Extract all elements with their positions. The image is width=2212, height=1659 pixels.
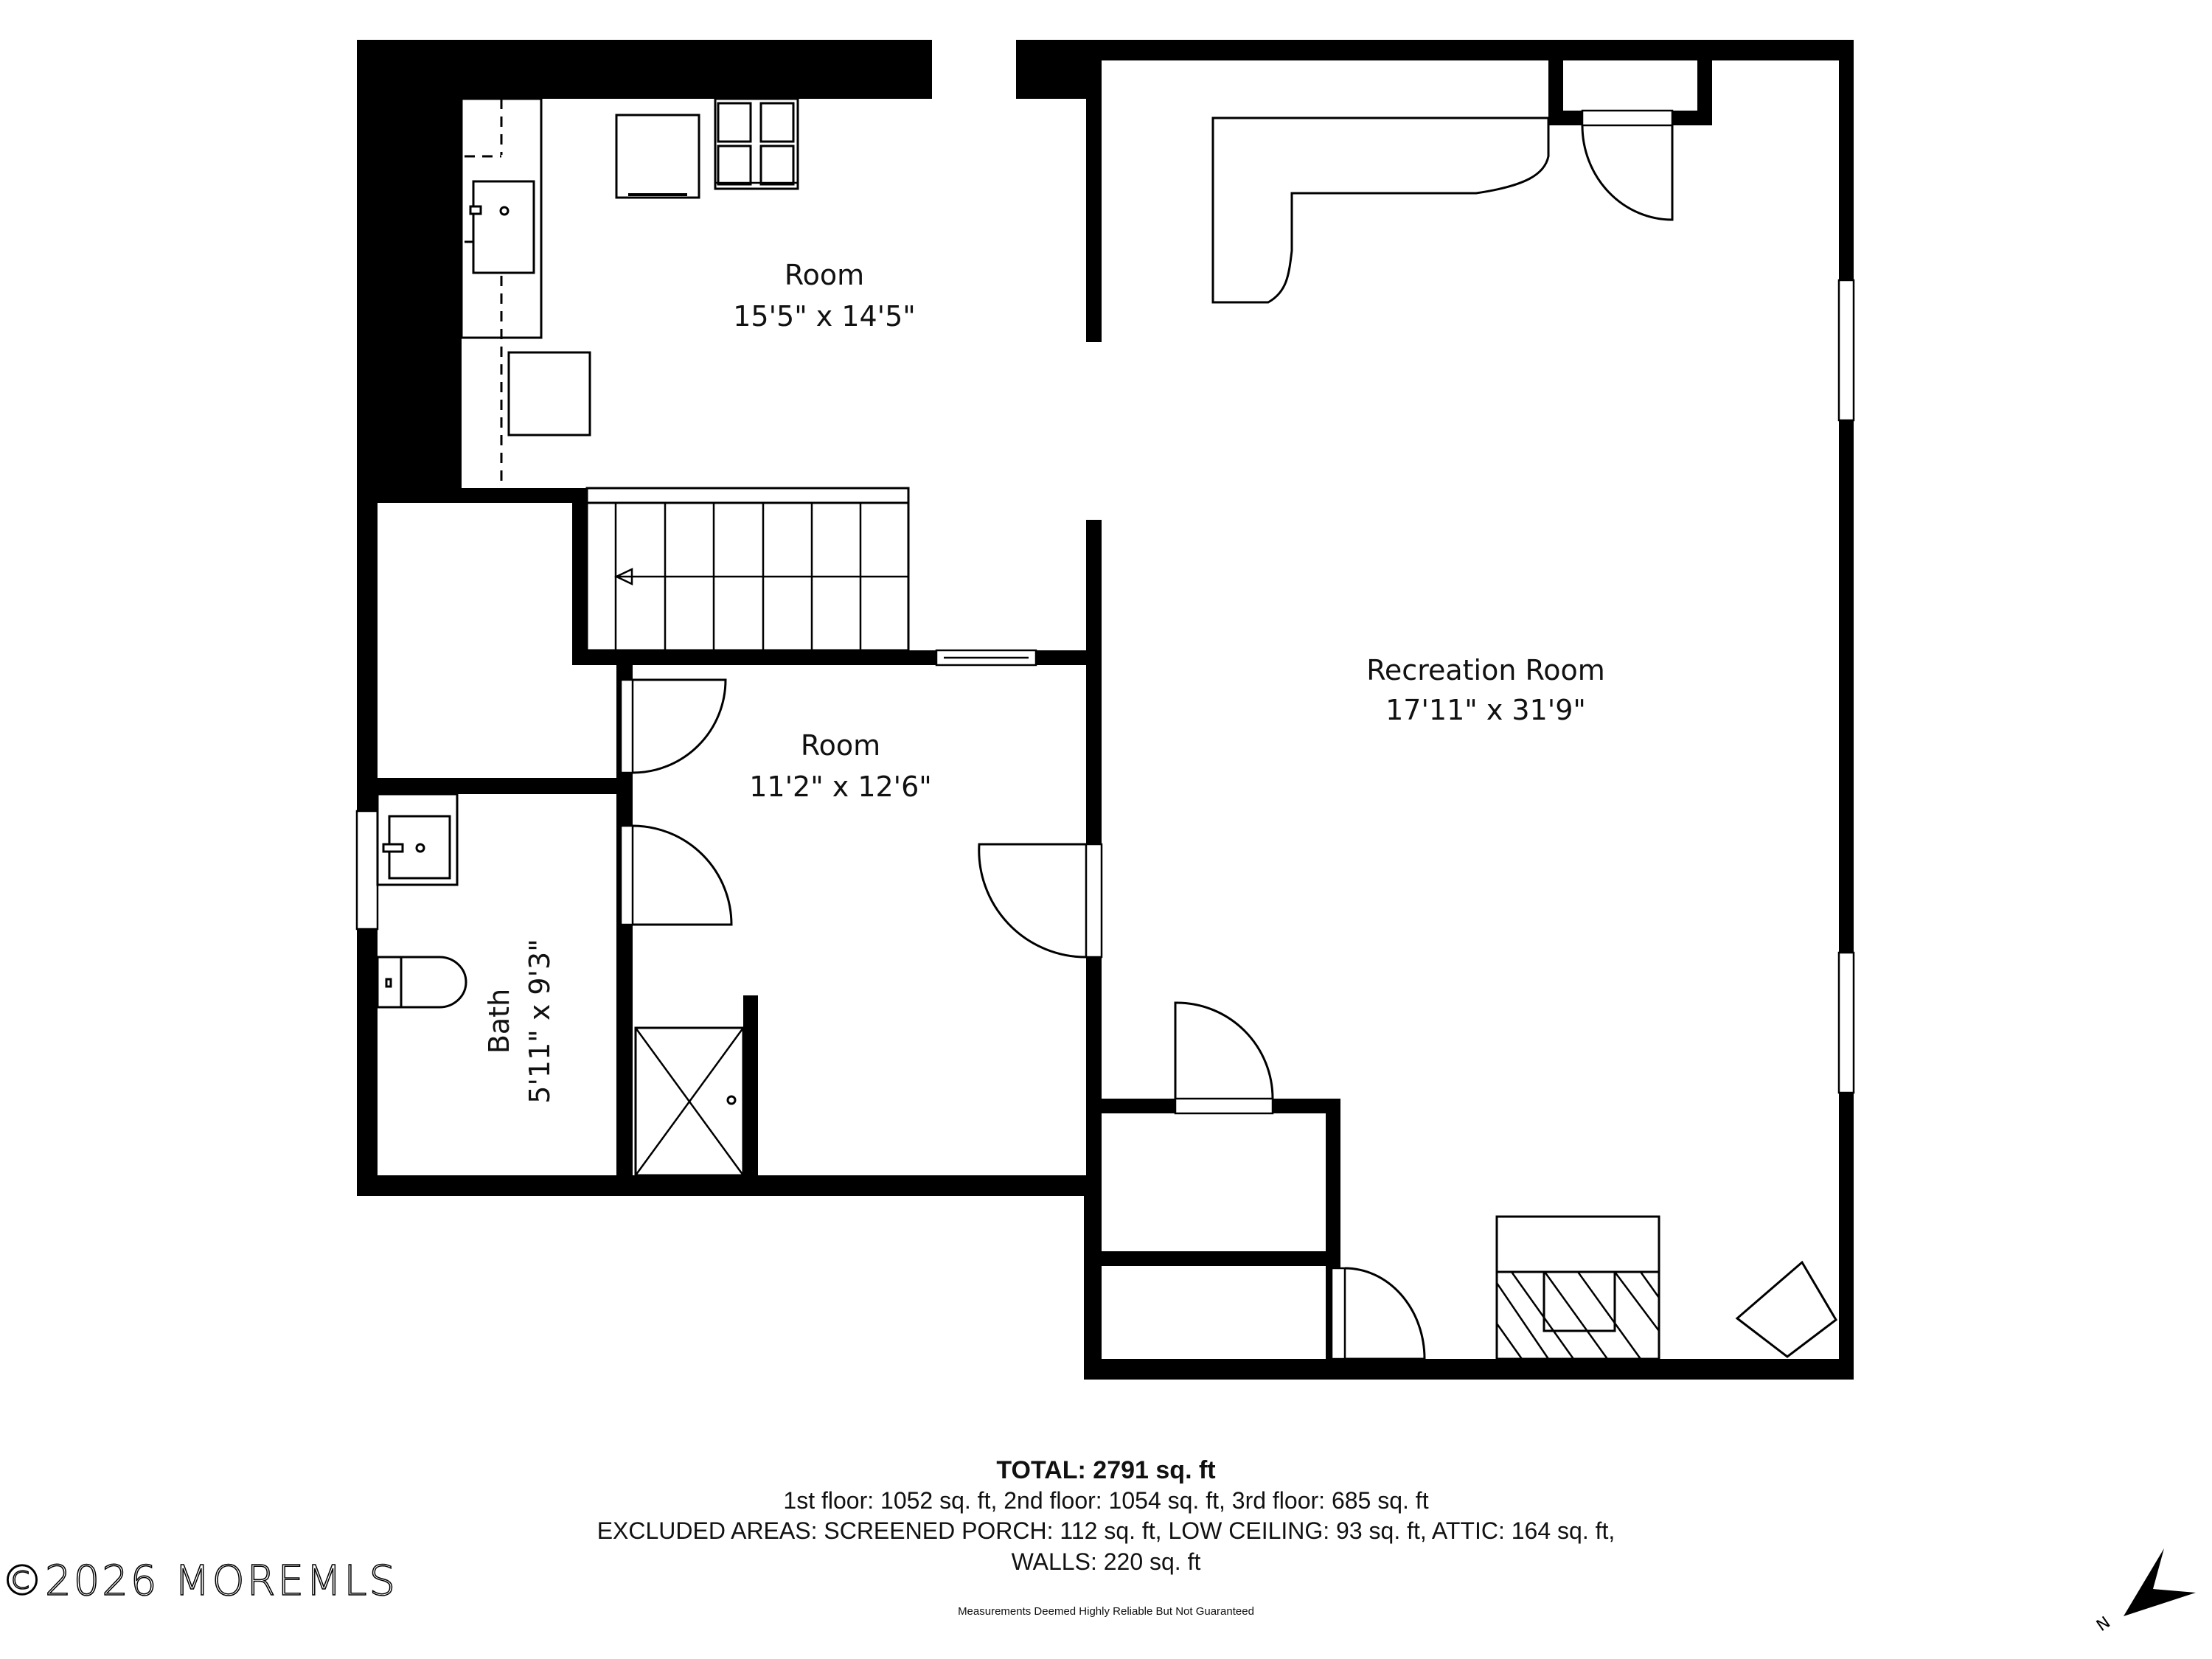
toilet-icon (376, 956, 467, 1009)
room-dimensions: 11'2" x 12'6" (749, 771, 932, 803)
window (1837, 951, 1855, 1094)
north-arrow-icon: N (2093, 1548, 2196, 1635)
walls-area: WALLS: 220 sq. ft (1011, 1548, 1201, 1575)
doors (619, 109, 1674, 1360)
dishwasher-icon (507, 351, 591, 437)
refrigerator-icon (615, 114, 700, 199)
room-labels: Room 15'5" x 14'5" Recreation Room 17'11… (483, 259, 1605, 1104)
room-dimensions: 17'11" x 31'9" (1385, 694, 1586, 726)
excluded-areas: EXCLUDED AREAS: SCREENED PORCH: 112 sq. … (597, 1517, 1615, 1544)
shower-icon (634, 1026, 745, 1177)
stove-icon (714, 97, 799, 190)
stairs-icon (585, 487, 910, 652)
room-label: Bath (483, 989, 515, 1054)
window (1837, 279, 1855, 422)
room-label: Room (801, 729, 880, 762)
room-label: Recreation Room (1366, 654, 1605, 686)
fireplace-icon (1495, 1215, 1660, 1360)
kitchen-fixtures (460, 97, 799, 488)
window (355, 810, 379, 931)
total-area: TOTAL: 2791 sq. ft (996, 1456, 1216, 1484)
water-heater-icon (1735, 1260, 1837, 1358)
walls (357, 40, 1854, 1380)
room-label: Room (785, 259, 864, 291)
floor-areas: 1st floor: 1052 sq. ft, 2nd floor: 1054 … (783, 1487, 1429, 1514)
north-label: N (2093, 1613, 2114, 1635)
bath-fixtures (355, 793, 467, 1009)
room-dimensions: 15'5" x 14'5" (733, 300, 916, 333)
disclaimer: Measurements Deemed Highly Reliable But … (958, 1605, 1254, 1618)
copyright-watermark: ©2026 MOREMLS (1, 1557, 398, 1606)
bar-counter (1211, 116, 1550, 304)
room-dimensions: 5'11" x 9'3" (524, 939, 556, 1103)
kitchen-sink-icon (472, 180, 535, 274)
